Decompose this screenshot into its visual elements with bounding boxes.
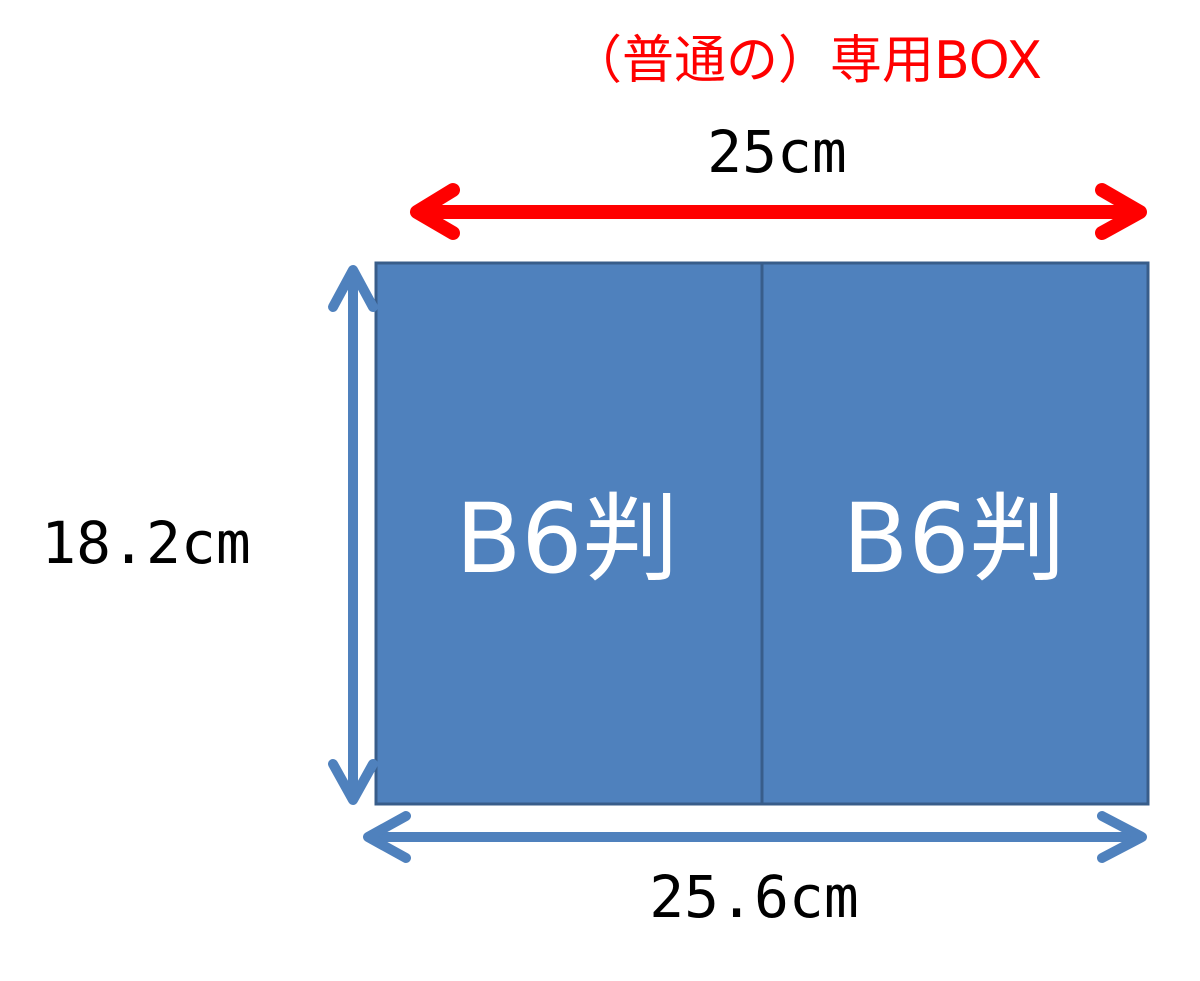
box: B6判 B6判 [374, 261, 1150, 806]
top-width-arrow [410, 183, 1147, 240]
diagram-title: （普通の）専用BOX [570, 31, 1042, 91]
bottom-width-arrow [363, 811, 1147, 863]
right-panel-label: B6判 [843, 483, 1066, 595]
box-panel-left [374, 261, 764, 806]
height-label: 18.2cm [41, 509, 251, 577]
height-arrow [328, 265, 378, 805]
top-width-label: 25cm [707, 118, 847, 186]
left-panel-label: B6判 [456, 483, 679, 595]
bottom-width-label: 25.6cm [649, 863, 859, 931]
box-panel-right [760, 261, 1150, 806]
